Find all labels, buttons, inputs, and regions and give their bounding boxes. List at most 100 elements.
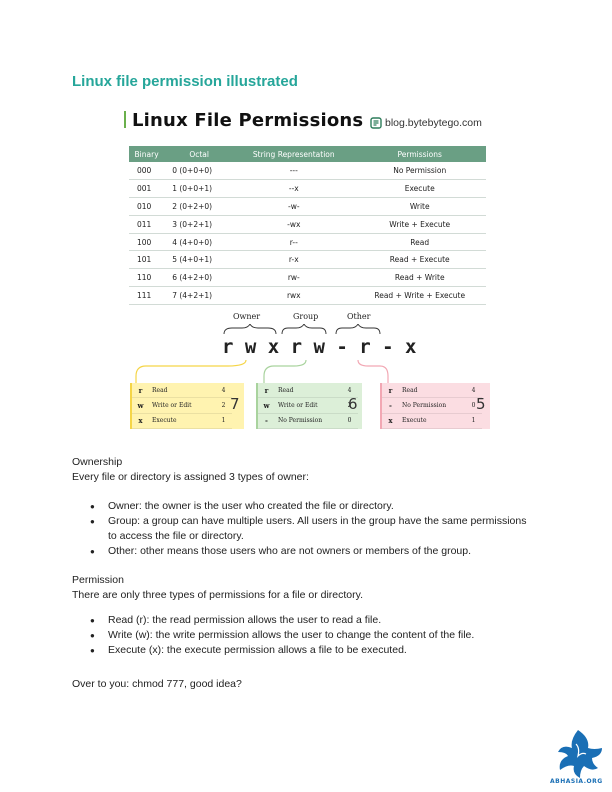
header-octal: Octal [164,146,235,162]
closing-question: Over to you: chmod 777, good idea? [72,678,242,690]
abhasia-logo-icon [558,730,602,778]
permission-letter: w [132,397,149,414]
header-permissions: Permissions [353,146,486,162]
permission-desc: Read [149,383,215,399]
table-cell: 110 [129,268,165,288]
permissions-figure: Linux File Permissions blog.bytebytego.c… [118,104,498,436]
permission-letter: r [132,383,149,399]
list-item: Other: other means those users who are n… [90,544,530,559]
table-cell: 0 (0+0+0) [164,162,235,180]
table-cell: Read + Execute [353,250,486,270]
bytebytego-logo-icon [370,117,382,129]
permission-letter: w [258,397,275,414]
logo-text: ABHASIA.ORG [550,778,603,785]
other-connector [357,359,389,383]
ownership-list: Owner: the owner is the user who created… [90,499,530,559]
table-cell: 5 (4+0+1) [164,250,235,270]
list-item: Owner: the owner is the user who created… [90,499,530,514]
permission-num: 4 [215,383,232,399]
permission-num: 4 [341,383,358,399]
permission-total: 6 [348,395,358,413]
permissions-table: Binary Octal String Representation Permi… [129,146,486,306]
permission-list: Read (r): the read permission allows the… [90,613,550,658]
table-header-row: Binary Octal String Representation Permi… [129,146,486,162]
table-cell: 1 (0+0+1) [164,179,235,198]
permission-letter: - [382,397,399,414]
table-cell: --x [234,179,354,198]
permission-letter: r [382,383,399,399]
table-cell: Read + Write + Execute [353,286,486,306]
other-brace [335,324,381,335]
list-item: Group: a group can have multiple users. … [90,514,530,544]
table-cell: r-- [234,233,354,252]
permission-letter: x [132,413,149,429]
group-label-group: Group [293,312,319,321]
header-string: String Representation [234,146,354,162]
permission-desc: Write or Edit [149,397,215,414]
group-label-owner: Owner [233,312,261,321]
table-cell: 7 (4+2+1) [164,286,235,306]
permission-letter: - [258,413,275,429]
table-cell: 000 [129,162,165,180]
table-cell: rw- [234,268,354,288]
table-cell: 011 [129,215,165,234]
title-accent-bar [124,111,126,128]
ownership-intro: Every file or directory is assigned 3 ty… [72,471,309,483]
list-item: Read (r): the read permission allows the… [90,613,550,628]
permission-desc: Execute [149,413,215,429]
header-binary: Binary [129,146,165,162]
permission-num: 0 [465,397,482,414]
table-cell: No Permission [353,162,486,180]
table-cell: 001 [129,179,165,198]
list-item: Execute (x): the execute permission allo… [90,643,550,658]
group-label-other: Other [347,312,371,321]
group-braces [223,324,381,335]
group-connector [263,359,307,383]
figure-title: Linux File Permissions [124,110,363,131]
table-cell: r-x [234,250,354,270]
permission-desc: Execute [399,413,465,429]
table-cell: --- [234,162,354,180]
table-cell: 6 (4+2+0) [164,268,235,288]
permission-num: 1 [215,413,232,429]
brand-label: blog.bytebytego.com [370,117,482,129]
permission-desc: Read [275,383,341,399]
permission-string: r w x r w - r - x [222,336,417,358]
table-cell: 111 [129,286,165,306]
permission-num: 2 [215,397,232,414]
table-cell: Read + Write [353,268,486,288]
table-cell: 2 (0+2+0) [164,197,235,216]
permission-num: 4 [465,383,482,399]
permission-total: 7 [230,395,240,413]
permission-num: 1 [465,413,482,429]
permission-desc: Read [399,383,465,399]
table-cell: rwx [234,286,354,306]
table-cell: Write + Execute [353,215,486,234]
permission-letter: x [382,413,399,429]
owner-connector [135,359,247,383]
ownership-heading: Ownership [72,456,123,468]
table-cell: 100 [129,233,165,252]
permission-num: 0 [341,413,358,429]
permission-desc: Write or Edit [275,397,341,414]
